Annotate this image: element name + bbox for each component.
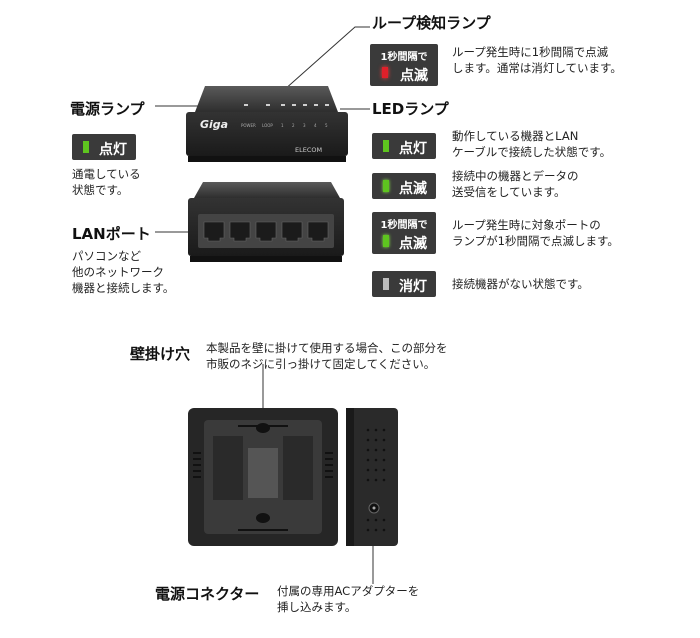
green-blink-lamp-icon (383, 180, 389, 192)
front-port-labels: POWER LOOP 1 2 3 4 5 (241, 123, 328, 128)
wall-mount-heading: 壁掛け穴 (130, 345, 191, 363)
led-loop-badge: 1秒間隔で 点滅 (372, 212, 436, 254)
badge-text: 点滅 (399, 181, 427, 197)
led-blink-desc: 接続中の機器とデータの 送受信をしています。 (452, 169, 579, 199)
lan-port-3 (255, 221, 277, 242)
switch-front-view: Giga ELECOM POWER LOOP 1 2 3 4 5 (186, 86, 348, 162)
svg-text:3: 3 (303, 123, 306, 128)
red-blink-lamp-icon (382, 67, 388, 78)
switch-side-view (346, 408, 398, 546)
lan-port-4 (281, 221, 303, 242)
loop-lamp-desc: ループ発生時に1秒間隔で点滅 します。通常は消灯しています。 (452, 45, 622, 75)
elecom-logo: ELECOM (295, 146, 322, 154)
badge-top-text: 1秒間隔で (380, 52, 428, 63)
svg-text:4: 4 (314, 123, 317, 128)
badge-text: 点滅 (400, 68, 428, 84)
lan-port-desc: パソコンなど 他のネットワーク 機器と接続します。 (72, 249, 175, 295)
green-blink-lamp-icon (383, 235, 389, 247)
power-lamp-heading: 電源ランプ (70, 100, 145, 118)
led-off-desc: 接続機器がない状態です。 (452, 277, 589, 291)
lan-port-5 (307, 221, 329, 242)
giga-logo: Giga (200, 118, 228, 131)
badge-text: 点灯 (99, 142, 127, 158)
lan-port-heading: LANポート (72, 225, 151, 243)
svg-text:LOOP: LOOP (262, 123, 273, 128)
power-lamp-desc: 通電している 状態です。 (72, 167, 141, 197)
badge-top-text: 1秒間隔で (380, 220, 428, 231)
svg-text:2: 2 (292, 123, 295, 128)
svg-text:1: 1 (281, 123, 284, 128)
power-lamp-badge: 点灯 (72, 134, 136, 160)
lan-ports (203, 221, 329, 242)
switch-bottom-view (188, 408, 338, 546)
front-led-indicators (244, 104, 329, 106)
led-off-badge: 消灯 (372, 271, 436, 297)
green-on-lamp-icon (83, 141, 89, 153)
loop-lamp-heading: ループ検知ランプ (372, 14, 491, 32)
badge-text: 点灯 (399, 141, 427, 157)
svg-text:5: 5 (325, 123, 328, 128)
power-connector-heading: 電源コネクター (155, 585, 260, 603)
power-connector-desc: 付属の専用ACアダプターを 挿し込みます。 (277, 584, 420, 614)
off-lamp-icon (383, 278, 389, 290)
lan-port-2 (229, 221, 251, 242)
led-on-desc: 動作している機器とLAN ケーブルで接続した状態です。 (452, 129, 612, 159)
svg-text:POWER: POWER (241, 123, 256, 128)
wall-mount-hole (256, 423, 270, 433)
led-lamp-heading: LEDランプ (372, 100, 449, 118)
led-blink-badge: 点滅 (372, 173, 436, 199)
badge-text: 点滅 (399, 236, 427, 252)
led-loop-desc: ループ発生時に対象ポートの ランプが1秒間隔で点滅します。 (452, 218, 619, 248)
lan-port-1 (203, 221, 225, 242)
led-on-badge: 点灯 (372, 133, 436, 159)
green-on-lamp-icon (383, 140, 389, 152)
badge-text: 消灯 (399, 279, 427, 295)
loop-lamp-badge: 1秒間隔で 点滅 (370, 44, 438, 86)
switch-rear-view (188, 182, 344, 262)
